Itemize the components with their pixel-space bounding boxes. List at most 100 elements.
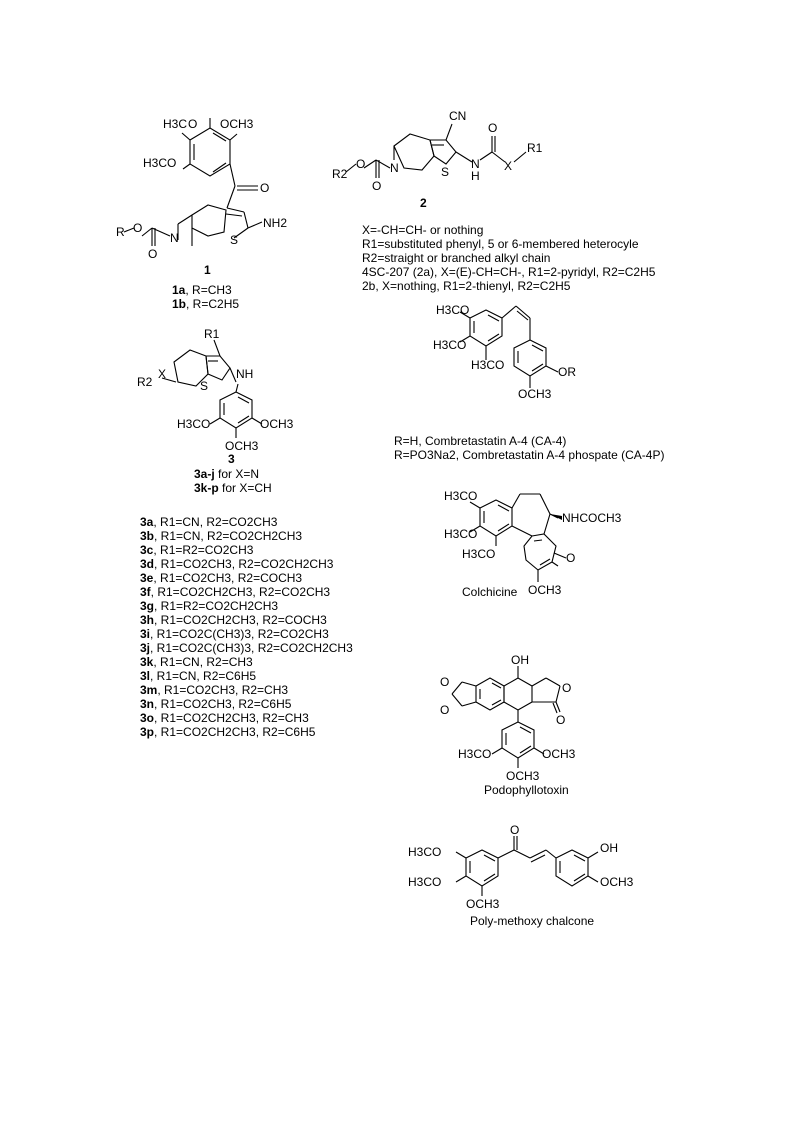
podo-label-o2: O — [440, 703, 449, 717]
chalcone-structure — [455, 836, 599, 896]
c1-label-nh2: NH2 — [263, 216, 287, 230]
compound-3-labels: R1 NH R2 X S H3CO OCH3 OCH3 — [137, 327, 294, 453]
c1-label-o: O — [260, 181, 269, 195]
c1-label-n: N — [170, 231, 179, 245]
colch-label-o: O — [566, 551, 575, 565]
compound-1-labels: H3C O OCH3 H3CO O NH2 S N R O O — [116, 117, 287, 261]
c1-label-r: R — [116, 225, 125, 239]
compound-3-variant: 3l, R1=CN, R2=C6H5 — [140, 669, 257, 683]
podo-label-och3-bottom: OCH3 — [506, 769, 540, 783]
c3-label-x: X — [158, 367, 166, 381]
colchicine-structure — [469, 493, 567, 582]
c3-label-r2: R2 — [137, 375, 153, 389]
compound-3-variant: 3e, R1=CO2CH3, R2=COCH3 — [140, 571, 303, 585]
podo-label-h3co: H3CO — [458, 747, 491, 761]
compound-3-number: 3 — [228, 452, 235, 466]
chalcone-caption: Poly-methoxy chalcone — [470, 914, 595, 928]
colch-label-h3co-1: H3CO — [444, 489, 477, 503]
compound-3-structure — [161, 339, 263, 438]
compound-3-variant: 3c, R1=R2=CO2CH3 — [140, 543, 254, 557]
cb-label-h3co-2: H3CO — [433, 338, 466, 352]
combretastatin-structure — [459, 305, 559, 388]
compound-3-variant: 3a, R1=CN, R2=CO2CH3 — [140, 515, 278, 529]
compound-3-variant: 3d, R1=CO2CH3, R2=CO2CH2CH3 — [140, 557, 334, 571]
c3-label-r1: R1 — [204, 327, 220, 341]
c2-label-r1: R1 — [527, 141, 543, 155]
podophyllotoxin-labels: OH O O O O H3CO OCH3 OCH3 — [440, 653, 576, 783]
c1-label-h3co-left: H3CO — [143, 156, 176, 170]
c3-label-och3-bottom: OCH3 — [225, 439, 259, 453]
svg-text:O: O — [188, 117, 197, 131]
compound-1b-line: 1b, R=C2H5 — [172, 297, 240, 311]
c2-label-r2: R2 — [332, 167, 348, 181]
combretastatin-caption-2: R=PO3Na2, Combretastatin A-4 phospate (C… — [394, 448, 665, 462]
c1-label-och3-top: OCH3 — [220, 117, 254, 131]
c1-label-s: S — [230, 233, 238, 247]
podo-label-och3-right: OCH3 — [542, 747, 576, 761]
compound-3-variant: 3f, R1=CO2CH2CH3, R2=CO2CH3 — [140, 585, 331, 599]
compound-3-variant: 3p, R1=CO2CH2CH3, R2=C6H5 — [140, 725, 316, 739]
c2-label-s: S — [441, 165, 449, 179]
colch-label-och3: OCH3 — [528, 583, 562, 597]
combretastatin-labels: H3CO H3CO H3CO OR OCH3 — [433, 303, 576, 401]
c2-label-o2: O — [372, 179, 381, 193]
combretastatin-caption-1: R=H, Combretastatin A-4 (CA-4) — [394, 434, 567, 448]
compound-2-labels: CN O X R1 N H S N R2 O O — [332, 109, 543, 193]
compound-2-structure — [345, 123, 527, 178]
cb-label-och3: OCH3 — [518, 387, 552, 401]
c1-label-h3co-top: H3C — [163, 117, 187, 131]
chal-label-h3co-1: H3CO — [408, 845, 441, 859]
c3-label-h3co: H3CO — [177, 417, 210, 431]
compound-1a-line: 1a, R=CH3 — [172, 283, 232, 297]
compound-3-variant: 3m, R1=CO2CH3, R2=CH3 — [140, 683, 289, 697]
compound-2-note-4: 4SC-207 (2a), X=(E)-CH=CH-, R1=2-pyridyl… — [362, 265, 656, 279]
compound-2-note-3: R2=straight or branched alkyl chain — [362, 251, 551, 265]
compound-3-range-2: 3k-p for X=CH — [194, 481, 272, 495]
compound-3-variant: 3o, R1=CO2CH2CH3, R2=CH3 — [140, 711, 309, 725]
compound-2-note-2: R1=substituted phenyl, 5 or 6-membered h… — [362, 237, 639, 251]
c2-label-cn: CN — [449, 109, 466, 123]
c3-label-s: S — [200, 379, 208, 393]
chal-label-h3co-2: H3CO — [408, 875, 441, 889]
c2-label-n-ring: N — [390, 161, 399, 175]
compound-2-note-5: 2b, X=nothing, R1=2-thienyl, R2=C2H5 — [362, 279, 571, 293]
compound-3-variant: 3n, R1=CO2CH3, R2=C6H5 — [140, 697, 292, 711]
chal-label-och3-right: OCH3 — [600, 875, 634, 889]
colch-label-h3co-3: H3CO — [462, 547, 495, 561]
compound-3-variant: 3h, R1=CO2CH2CH3, R2=COCH3 — [140, 613, 327, 627]
colchicine-labels: H3CO H3CO H3CO NHCOCH3 O OCH3 — [444, 489, 622, 597]
compound-3-variant-list: 3a, R1=CN, R2=CO2CH3 3b, R1=CN, R2=CO2CH… — [140, 515, 353, 739]
podo-label-o3: O — [562, 681, 571, 695]
chal-label-och3-bottom: OCH3 — [466, 897, 500, 911]
colch-label-h3co-2: H3CO — [444, 527, 477, 541]
compound-3-range-1: 3a-j for X=N — [194, 467, 260, 481]
podophyllotoxin-structure — [451, 666, 561, 768]
compound-1-number: 1 — [204, 263, 211, 277]
compound-3-variant: 3j, R1=CO2C(CH3)3, R2=CO2CH2CH3 — [140, 641, 353, 655]
compound-3-variant: 3g, R1=R2=CO2CH2CH3 — [140, 599, 279, 613]
c2-label-h: H — [471, 169, 480, 183]
chal-label-oh: OH — [600, 841, 618, 855]
c3-label-nh: NH — [236, 367, 253, 381]
c2-label-o-amide: O — [488, 121, 497, 135]
c2-label-n: N — [471, 157, 480, 171]
compound-3-variant: 3i, R1=CO2C(CH3)3, R2=CO2CH3 — [140, 627, 329, 641]
podophyllotoxin-caption: Podophyllotoxin — [484, 783, 569, 797]
podo-label-o4: O — [556, 713, 565, 727]
compound-2-number: 2 — [420, 196, 427, 210]
chal-label-o: O — [510, 823, 519, 837]
chalcone-labels: O H3CO H3CO OCH3 OH OCH3 — [408, 823, 634, 911]
c1-label-o2: O — [133, 221, 142, 235]
compound-3-variant: 3b, R1=CN, R2=CO2CH2CH3 — [140, 529, 303, 543]
compound-2-note-1: X=-CH=CH- or nothing — [362, 223, 484, 237]
c2-label-x: X — [504, 159, 512, 173]
cb-label-h3co-1: H3CO — [436, 303, 469, 317]
colch-label-nhcoch3: NHCOCH3 — [562, 511, 622, 525]
c1-label-o3: O — [148, 247, 157, 261]
compound-1-structure — [123, 118, 263, 246]
c2-label-o-ester: O — [356, 157, 365, 171]
cb-label-h3co-3: H3CO — [471, 358, 504, 372]
c3-label-och3-right: OCH3 — [260, 417, 294, 431]
colchicine-caption: Colchicine — [462, 585, 518, 599]
